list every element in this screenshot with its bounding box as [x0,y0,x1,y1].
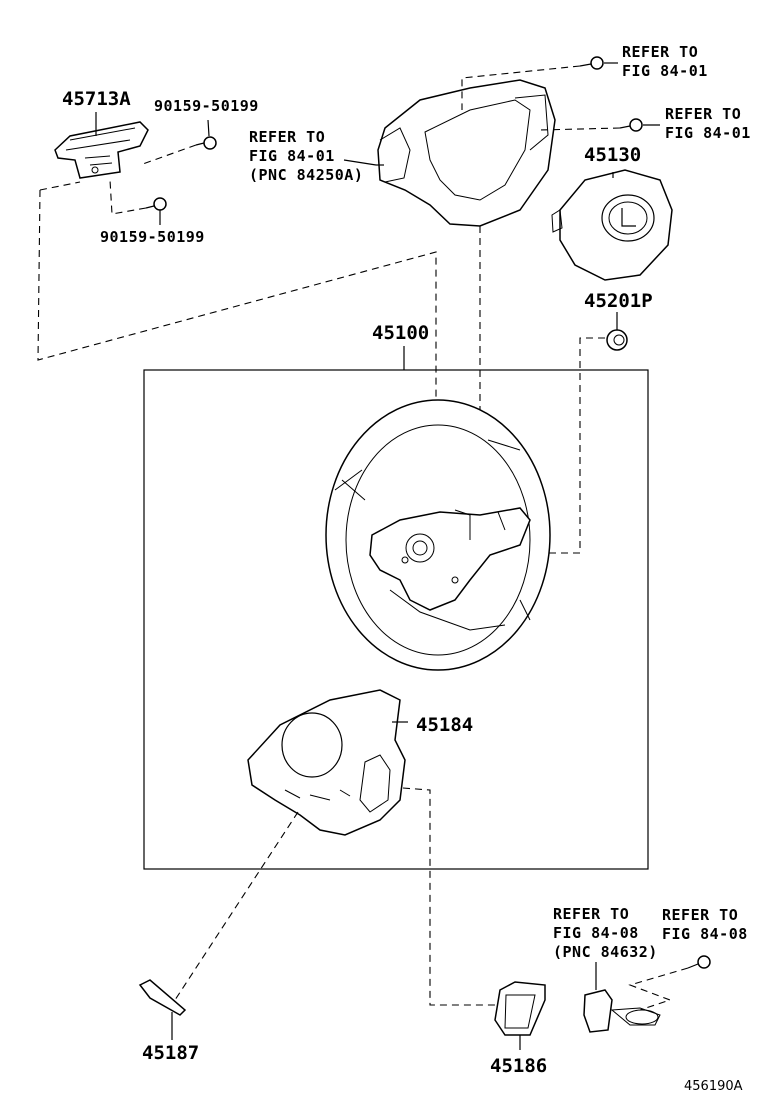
part-45130-airbag [551,169,673,281]
part-45100-steering-wheel [325,399,551,671]
part-45184-lower-cover [247,689,408,836]
part-45713a-bracket [54,112,149,179]
diagram-code: 456190A [684,1079,743,1094]
part-45187-trim [138,979,187,1040]
screw-top-right-1 [579,56,618,70]
part-paddle-switch [583,962,661,1033]
ref-top-right-2-line1: REFER TO [665,105,742,123]
ref-bottom-2-line1: REFER TO [662,906,739,924]
label-45187: 45187 [142,1042,200,1064]
label-90159-bottom: 90159-50199 [100,228,205,246]
assembly-box [143,369,649,870]
label-45713a: 45713A [62,88,131,110]
ref-top-right-2-line2: FIG 84-01 [665,124,751,142]
screw-bottom-right [687,955,711,969]
screw-top-right-2 [619,118,660,132]
part-45201p-nut [606,312,628,351]
ref-bottom-2-line2: FIG 84-08 [662,925,748,943]
bolt-90159-bottom [145,197,167,225]
label-45186: 45186 [490,1055,548,1077]
part-45186-switch [494,981,546,1050]
ref-top-right-1-line1: REFER TO [622,43,699,61]
label-45201p: 45201P [584,290,653,312]
label-45100: 45100 [372,322,430,344]
part-switch-cover [376,79,556,227]
ref-top-right-1-line2: FIG 84-01 [622,62,708,80]
ref-bottom-1-line1: REFER TO [553,905,630,923]
ref-bottom-1-line3: (PNC 84632) [553,943,658,961]
label-45184: 45184 [416,714,474,736]
label-90159-top: 90159-50199 [154,97,259,115]
bolt-90159-top [195,119,217,150]
label-45130: 45130 [584,144,642,166]
ref-switch-line3: (PNC 84250A) [249,166,364,184]
ref-switch-line2: FIG 84-01 [249,147,335,165]
ref-switch-line1: REFER TO [249,128,326,146]
ref-bottom-1-line2: FIG 84-08 [553,924,639,942]
